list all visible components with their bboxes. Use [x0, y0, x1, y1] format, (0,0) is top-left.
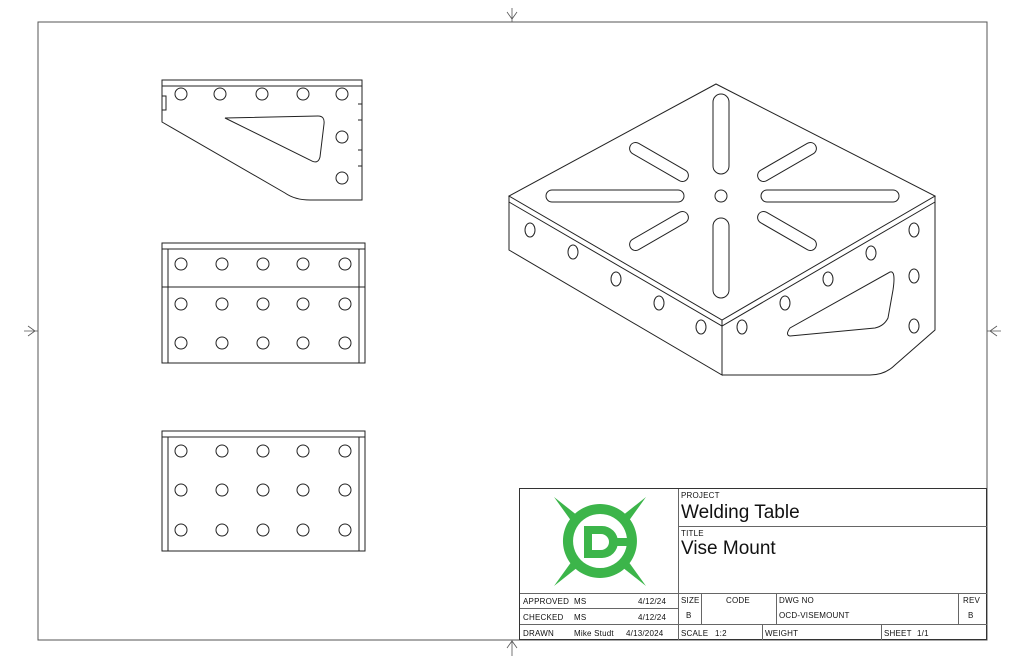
- title-block: PROJECT Welding Table TITLE Vise Mount A…: [519, 488, 987, 640]
- mounting-hole: [335, 87, 349, 101]
- mounting-hole: [174, 87, 188, 101]
- mounting-hole: [174, 523, 188, 537]
- weight-label: WEIGHT: [765, 629, 799, 638]
- mounting-hole: [296, 523, 310, 537]
- mounting-hole: [174, 257, 188, 271]
- mounting-hole: [296, 336, 310, 350]
- drawn-label: DRAWN: [523, 629, 554, 638]
- mounting-hole: [215, 257, 229, 271]
- size-value: B: [686, 611, 692, 620]
- mounting-hole: [215, 523, 229, 537]
- mounting-hole: [338, 523, 352, 537]
- mounting-hole: [338, 297, 352, 311]
- project-name: Welding Table: [681, 502, 800, 523]
- scale-label: SCALE: [681, 629, 709, 638]
- centering-marks: [24, 8, 1001, 656]
- mounting-hole: [215, 297, 229, 311]
- mounting-hole: [174, 483, 188, 497]
- approved-label: APPROVED: [523, 597, 570, 606]
- checked-by: MS: [574, 613, 587, 622]
- dwg-no-value: OCD-VISEMOUNT: [779, 611, 850, 620]
- title-label: TITLE: [681, 529, 704, 538]
- mounting-hole: [215, 336, 229, 350]
- rev-value: B: [968, 611, 974, 620]
- dwg-no-label: DWG NO: [779, 596, 814, 605]
- rev-label: REV: [963, 596, 981, 605]
- project-label: PROJECT: [681, 491, 720, 500]
- approved-by: MS: [574, 597, 587, 606]
- sheet-label: SHEET: [884, 629, 912, 638]
- side-view: [161, 79, 363, 201]
- drawing-title: Vise Mount: [681, 538, 776, 559]
- mounting-hole: [174, 336, 188, 350]
- mounting-hole: [174, 297, 188, 311]
- code-label: CODE: [726, 596, 750, 605]
- mounting-hole: [256, 336, 270, 350]
- mounting-hole: [256, 523, 270, 537]
- mounting-hole: [256, 483, 270, 497]
- end-view: [161, 430, 366, 552]
- mounting-hole: [296, 444, 310, 458]
- size-label: SIZE: [681, 596, 700, 605]
- mounting-hole: [256, 444, 270, 458]
- mounting-hole: [296, 87, 310, 101]
- mounting-hole: [215, 444, 229, 458]
- isometric-view: [507, 83, 937, 376]
- sheet-value: 1/1: [917, 629, 929, 638]
- mounting-hole: [296, 483, 310, 497]
- scale-value: 1:2: [715, 629, 727, 638]
- approved-date: 4/12/24: [638, 597, 667, 606]
- company-logo: [554, 497, 646, 586]
- mounting-hole: [338, 336, 352, 350]
- mounting-hole: [338, 483, 352, 497]
- mounting-hole: [338, 444, 352, 458]
- checked-date: 4/12/24: [638, 613, 667, 622]
- drawn-date: 4/13/2024: [626, 629, 664, 638]
- mounting-hole: [296, 297, 310, 311]
- checked-label: CHECKED: [523, 613, 564, 622]
- mounting-hole: [215, 483, 229, 497]
- mounting-hole: [174, 444, 188, 458]
- mounting-hole: [256, 297, 270, 311]
- drawn-by: Mike Studt: [574, 629, 614, 638]
- mounting-hole: [296, 257, 310, 271]
- mounting-hole: [338, 257, 352, 271]
- mounting-hole: [213, 87, 227, 101]
- mounting-hole: [255, 87, 269, 101]
- mounting-hole: [256, 257, 270, 271]
- front-view: [161, 242, 366, 364]
